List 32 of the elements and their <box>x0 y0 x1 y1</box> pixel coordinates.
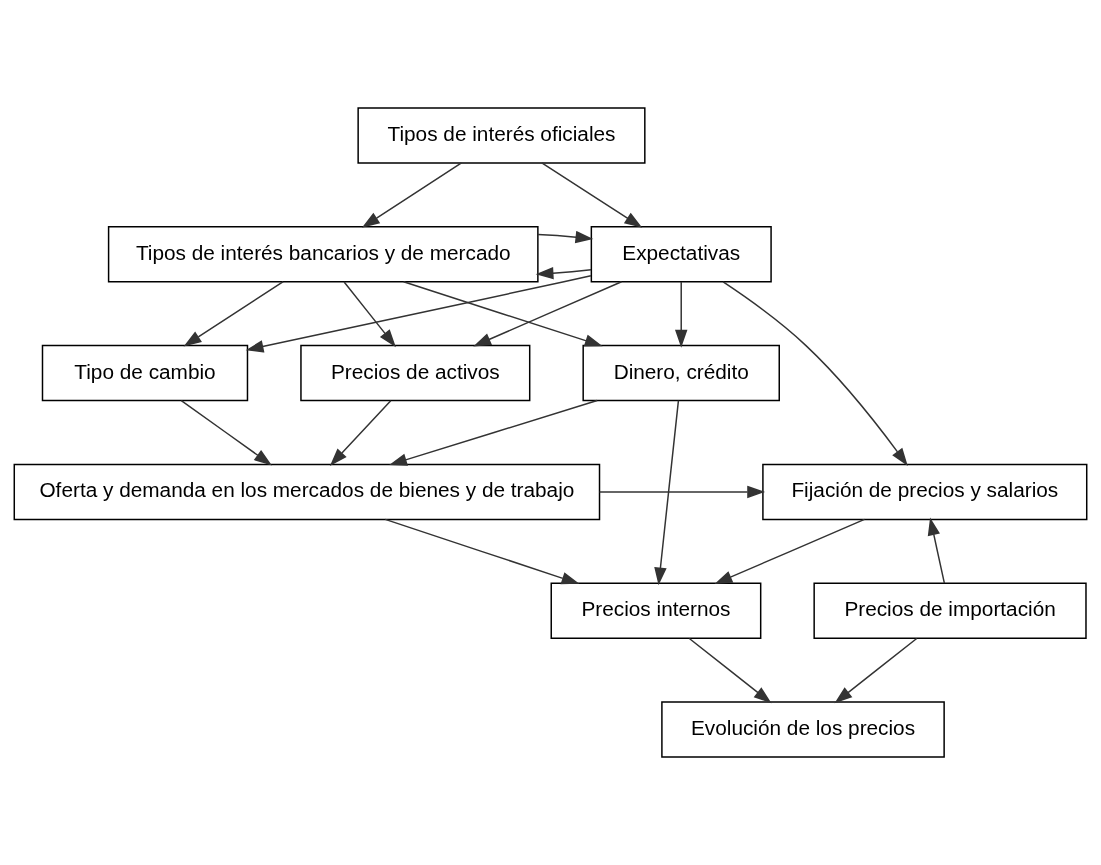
arrow <box>180 399 272 466</box>
arrow <box>722 281 908 466</box>
arrow <box>541 162 643 228</box>
arrow <box>537 230 594 244</box>
arrow <box>384 518 580 585</box>
node-box: Evolución de los precios <box>661 701 945 758</box>
arrow <box>245 275 592 353</box>
node-box: Precios internos <box>550 582 762 639</box>
arrow <box>688 637 772 704</box>
node-box: Dinero, crédito <box>582 344 780 402</box>
node-box: Oferta y demanda en los mercados de bienes y de trabajo <box>13 463 601 521</box>
arrow <box>654 399 680 586</box>
arrow <box>389 399 598 466</box>
node-box: Tipo de cambio <box>41 344 249 402</box>
arrow <box>402 281 603 347</box>
arrow <box>343 281 396 348</box>
arrow <box>927 517 946 584</box>
arrow <box>329 400 392 466</box>
node-box: Precios de importación <box>813 582 1087 639</box>
arrow <box>834 637 918 704</box>
node-box: Precios de activos <box>300 344 531 402</box>
arrow <box>183 281 284 347</box>
node-box: Tipos de interés bancarios y de mercado <box>107 226 539 283</box>
arrow <box>598 485 766 499</box>
arrow <box>473 281 623 347</box>
arrow <box>361 162 463 228</box>
arrow <box>535 266 592 280</box>
node-box: Fijación de precios y salarios <box>762 463 1088 521</box>
arrow <box>714 518 866 585</box>
node-box: Expectativas <box>590 226 772 283</box>
arrow <box>674 281 688 348</box>
node-box: Tipos de interés oficiales <box>357 107 646 164</box>
